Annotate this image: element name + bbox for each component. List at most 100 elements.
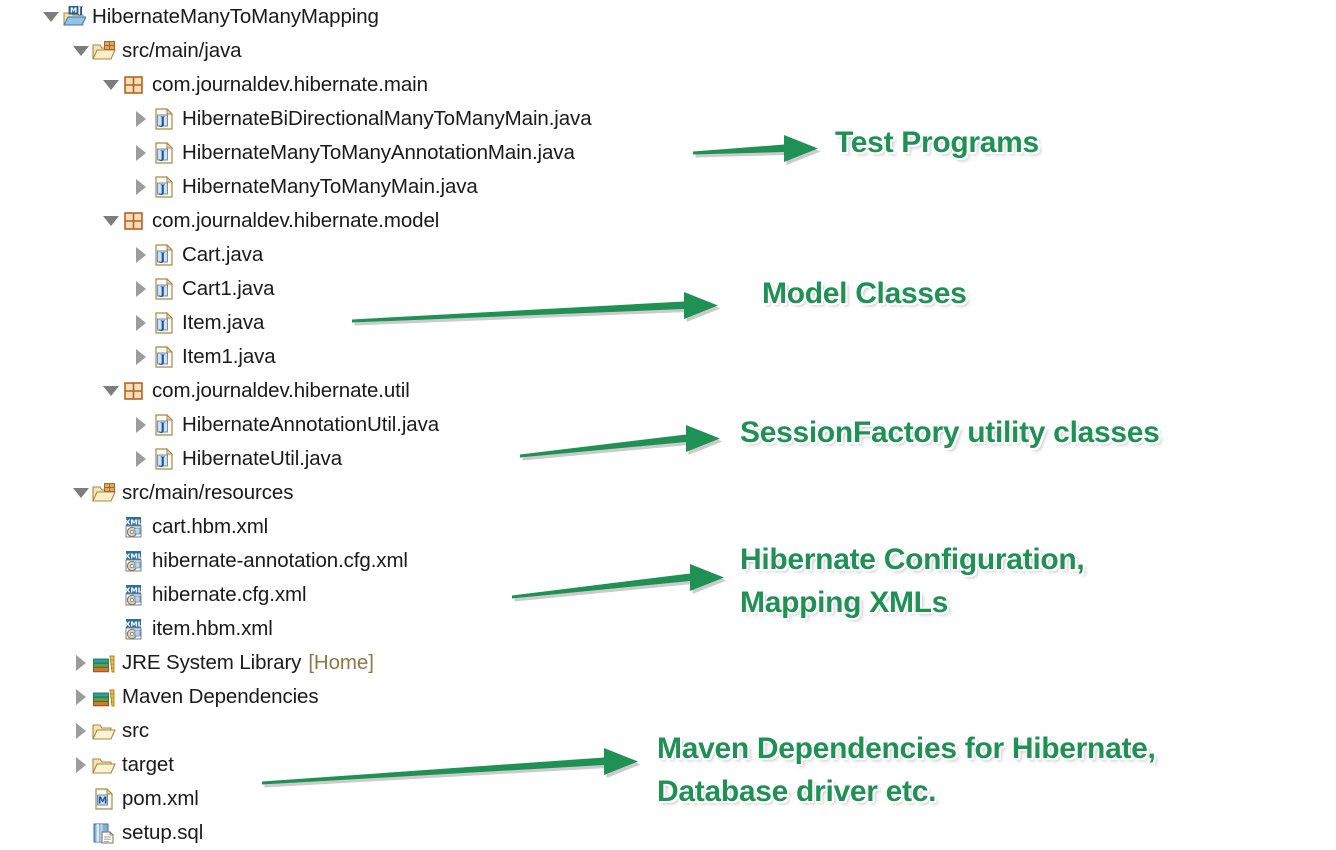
tree-row[interactable]: J HibernateBiDirectionalManyToManyMain.j… <box>0 102 720 136</box>
triangle-glyph <box>103 386 119 396</box>
svg-text:J: J <box>159 352 165 365</box>
expand-arrow-right-icon[interactable] <box>130 408 152 442</box>
tree-row[interactable]: XML item.hbm.xml <box>0 612 720 646</box>
java-file-icon: J <box>152 346 176 368</box>
tree-row-label: HibernateManyToManyMain.java <box>182 175 478 198</box>
annotation-maven-deps: Maven Dependencies for Hibernate, Databa… <box>657 732 1156 808</box>
triangle-glyph <box>103 80 119 90</box>
triangle-glyph <box>76 723 86 739</box>
triangle-glyph <box>136 111 146 127</box>
tree-row[interactable]: src/main/resources <box>0 476 720 510</box>
tree-row[interactable]: M pom.xml <box>0 782 720 816</box>
tree-row-label: HibernateManyToManyMapping <box>92 5 379 28</box>
arrow-maven-deps <box>262 740 641 790</box>
tree-row[interactable]: J Cart1.java <box>0 272 720 306</box>
expand-arrow-right-icon[interactable] <box>70 714 92 748</box>
expand-arrow-right-icon[interactable] <box>130 442 152 476</box>
expand-arrow-right-icon[interactable] <box>130 306 152 340</box>
tree-row-label: Cart1.java <box>182 277 275 300</box>
tree-row[interactable]: com.journaldev.hibernate.main <box>0 68 720 102</box>
library-icon <box>92 686 116 708</box>
expand-arrow-right-icon[interactable] <box>130 238 152 272</box>
triangle-glyph <box>76 655 86 671</box>
java-file-icon: J <box>152 312 176 334</box>
tree-row-label: com.journaldev.hibernate.model <box>152 209 440 232</box>
package-icon <box>122 380 146 402</box>
svg-text:XML: XML <box>125 619 143 628</box>
tree-row[interactable]: XML cart.hbm.xml <box>0 510 720 544</box>
project-tree[interactable]: M J HibernateManyToManyMapping src/main/… <box>0 0 720 850</box>
java-file-icon: J <box>152 448 176 470</box>
tree-row[interactable]: XML hibernate.cfg.xml <box>0 578 720 612</box>
tree-row[interactable]: JRE System Library[Home] <box>0 646 720 680</box>
folder-icon <box>92 754 116 776</box>
arrow-test-programs <box>693 125 821 165</box>
tree-row[interactable]: J HibernateManyToManyAnnotationMain.java <box>0 136 720 170</box>
java-file-icon: J <box>152 108 176 130</box>
arrow-sessionfactory <box>520 418 723 462</box>
tree-row-label: hibernate.cfg.xml <box>152 583 307 606</box>
expand-arrow-right-icon[interactable] <box>130 272 152 306</box>
tree-row[interactable]: J HibernateManyToManyMain.java <box>0 170 720 204</box>
expand-arrow-right-icon[interactable] <box>130 102 152 136</box>
java-file-icon: J <box>152 176 176 198</box>
java-file-icon: J <box>152 142 176 164</box>
tree-row[interactable]: J Item1.java <box>0 340 720 374</box>
java-file-icon: J <box>152 414 176 436</box>
expand-arrow-right-icon[interactable] <box>130 170 152 204</box>
expand-arrow-right-icon[interactable] <box>130 340 152 374</box>
sql-file-icon <box>92 822 116 844</box>
svg-text:J: J <box>78 7 83 17</box>
tree-row[interactable]: setup.sql <box>0 816 720 850</box>
expand-arrow-down-icon[interactable] <box>70 34 92 68</box>
tree-row[interactable]: target <box>0 748 720 782</box>
expand-arrow-down-icon[interactable] <box>100 374 122 408</box>
tree-row[interactable]: com.journaldev.hibernate.util <box>0 374 720 408</box>
tree-row[interactable]: src <box>0 714 720 748</box>
tree-row[interactable]: com.journaldev.hibernate.model <box>0 204 720 238</box>
folder-icon <box>92 720 116 742</box>
tree-row-label: HibernateUtil.java <box>182 447 342 470</box>
tree-row-label: cart.hbm.xml <box>152 515 269 538</box>
tree-row[interactable]: J Item.java <box>0 306 720 340</box>
triangle-glyph <box>136 315 146 331</box>
java-file-icon: J <box>152 244 176 266</box>
xml-file-icon: XML <box>122 584 146 606</box>
tree-row[interactable]: XML hibernate-annotation.cfg.xml <box>0 544 720 578</box>
svg-text:J: J <box>159 420 165 433</box>
svg-text:J: J <box>159 250 165 263</box>
svg-text:M: M <box>98 795 107 806</box>
expand-arrow-right-icon[interactable] <box>70 748 92 782</box>
expand-arrow-right-icon[interactable] <box>130 136 152 170</box>
tree-row-label: src/main/java <box>122 39 242 62</box>
annotation-sessionfactory-utils: SessionFactory utility classes <box>740 416 1160 449</box>
expand-arrow-right-icon[interactable] <box>70 680 92 714</box>
tree-row[interactable]: src/main/java <box>0 34 720 68</box>
triangle-glyph <box>136 281 146 297</box>
expand-arrow-down-icon[interactable] <box>70 476 92 510</box>
tree-row[interactable]: M J HibernateManyToManyMapping <box>0 0 720 34</box>
expand-arrow-right-icon[interactable] <box>70 646 92 680</box>
expand-arrow-down-icon[interactable] <box>100 68 122 102</box>
package-icon <box>122 210 146 232</box>
triangle-glyph <box>136 247 146 263</box>
tree-row-label: setup.sql <box>122 821 204 844</box>
tree-row-label: item.hbm.xml <box>152 617 273 640</box>
tree-row[interactable]: J HibernateUtil.java <box>0 442 720 476</box>
tree-row[interactable]: J Cart.java <box>0 238 720 272</box>
triangle-glyph <box>43 12 59 22</box>
maven-pom-icon: M <box>92 788 116 810</box>
expand-arrow-down-icon[interactable] <box>100 204 122 238</box>
triangle-glyph <box>73 46 89 56</box>
svg-text:XML: XML <box>125 585 143 594</box>
triangle-glyph <box>136 417 146 433</box>
tree-row-label: src/main/resources <box>122 481 294 504</box>
expand-arrow-down-icon[interactable] <box>40 0 62 34</box>
tree-row[interactable]: Maven Dependencies <box>0 680 720 714</box>
tree-row-label: com.journaldev.hibernate.util <box>152 379 410 402</box>
svg-text:J: J <box>159 114 165 127</box>
tree-row[interactable]: J HibernateAnnotationUtil.java <box>0 408 720 442</box>
svg-text:J: J <box>159 182 165 195</box>
java-file-icon: J <box>152 278 176 300</box>
